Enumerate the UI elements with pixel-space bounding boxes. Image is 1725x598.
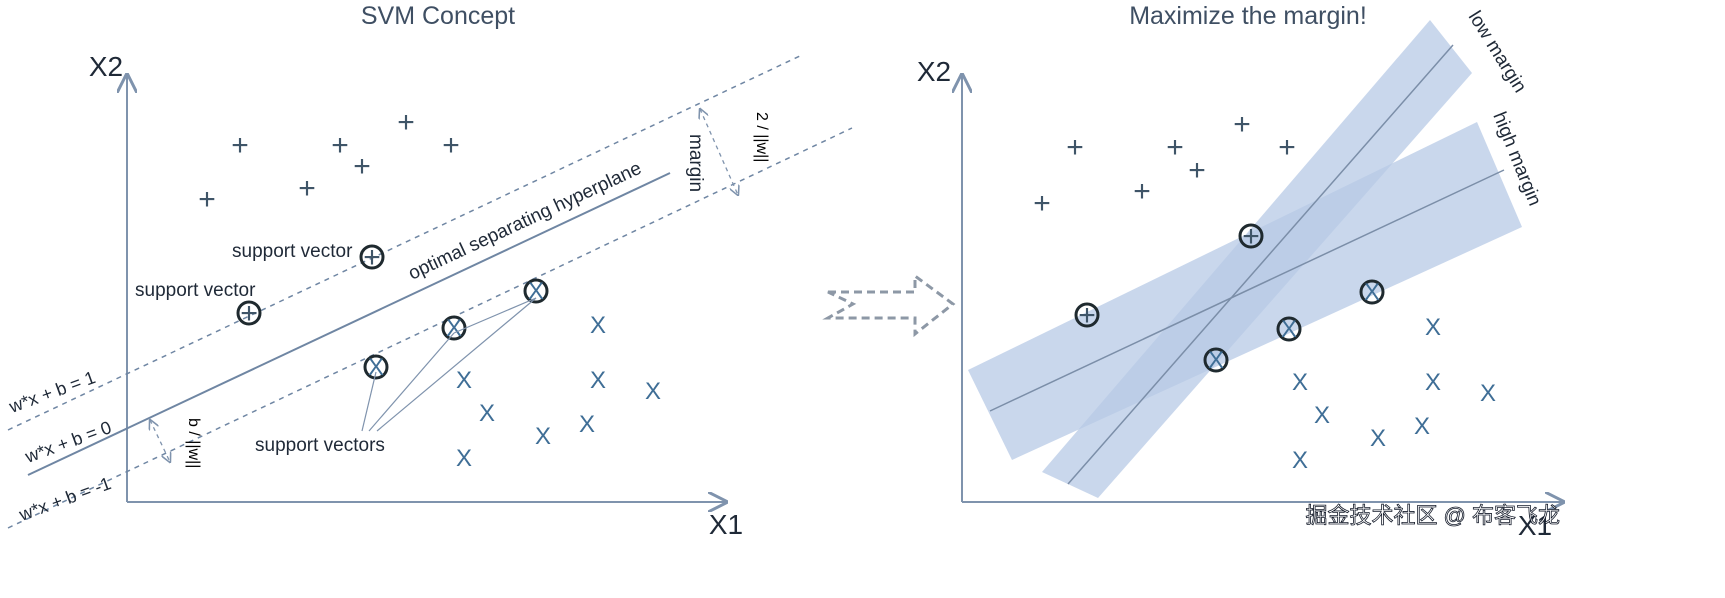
cross-point: X <box>456 367 472 394</box>
cross-point: X <box>1425 314 1441 341</box>
support-vector-label-upper: support vector <box>232 241 353 262</box>
high-margin-line <box>989 169 1505 412</box>
plus-point: + <box>231 129 249 162</box>
cross-point: X <box>1414 413 1430 440</box>
plus-point: + <box>1066 131 1084 164</box>
left-y-axis-label: X2 <box>89 51 123 82</box>
margin-bands <box>968 20 1522 498</box>
offset-formula: b / ||w|| <box>185 418 202 468</box>
cross-point: X <box>479 400 495 427</box>
offset-formula-text: b / ||w|| <box>185 418 202 468</box>
support-vector-cross: X <box>368 354 384 381</box>
low-margin-label: low margin <box>1464 8 1530 97</box>
support-vector-circle <box>1359 279 1385 305</box>
equation-positive: w*x + b = 1 <box>6 367 98 417</box>
watermark-text: 掘金技术社区 @ 布客飞龙 <box>1305 503 1560 528</box>
plus-point: + <box>1166 131 1184 164</box>
low-margin-band <box>1042 20 1472 498</box>
support-vectors-label: support vectors <box>255 435 385 456</box>
cross-point: X <box>1292 369 1308 396</box>
left-plus-points: + + + + + + + <box>198 106 460 216</box>
left-cross-points: X X X X X X X X <box>456 312 661 472</box>
support-vector-circle <box>523 278 549 304</box>
cross-point: X <box>1480 380 1496 407</box>
cross-point: X <box>1314 402 1330 429</box>
margin-line-negative <box>7 127 853 529</box>
left-title: SVM Concept <box>361 2 515 30</box>
right-cross-points: X X X X X X X X <box>1292 314 1496 474</box>
cross-point: X <box>590 367 606 394</box>
plus-point: + <box>1278 131 1296 164</box>
support-vector-cross: X <box>528 278 544 305</box>
plus-point: + <box>353 150 371 183</box>
support-vector-plus: + <box>1078 299 1096 332</box>
plus-point: + <box>1233 108 1251 141</box>
margin-formula: 2 / ||w|| <box>753 112 770 162</box>
margin-lines <box>7 54 853 529</box>
support-vector-circle <box>363 354 389 380</box>
margin-formula-text: 2 / ||w|| <box>753 112 770 162</box>
support-vector-cross: X <box>1364 279 1380 306</box>
plus-point: + <box>442 129 460 162</box>
support-vector-cross: X <box>1208 347 1224 374</box>
left-axes <box>127 75 726 502</box>
low-margin-line <box>1067 44 1454 485</box>
plus-point: + <box>1188 154 1206 187</box>
hyperplane-label: optimal separating hyperplane <box>405 158 645 285</box>
support-vector-circle <box>1238 223 1264 249</box>
support-vector-circle <box>1074 302 1100 328</box>
cross-point: X <box>1370 425 1386 452</box>
plus-point: + <box>198 183 216 216</box>
plus-point: + <box>397 106 415 139</box>
cross-point: X <box>1292 447 1308 474</box>
right-title: Maximize the margin! <box>1129 2 1367 30</box>
support-vector-circle <box>1203 347 1229 373</box>
cross-point: X <box>579 411 595 438</box>
optimal-hyperplane-line <box>27 172 671 476</box>
support-vector-plus: + <box>1242 220 1260 253</box>
support-vector-plus: + <box>240 297 258 330</box>
margin-line-positive <box>7 54 803 431</box>
cross-point: X <box>590 312 606 339</box>
support-vector-circle <box>236 300 262 326</box>
transition-arrow-icon <box>822 273 956 338</box>
support-vector-circle <box>1276 316 1302 342</box>
plus-point: + <box>1133 175 1151 208</box>
right-plus-points: + + + + + + + <box>1033 108 1296 220</box>
cross-point: X <box>1425 369 1441 396</box>
plus-point: + <box>331 129 349 162</box>
support-vector-plus: + <box>363 241 381 274</box>
cross-point: X <box>535 423 551 450</box>
equation-negative: w*x + b = -1 <box>16 473 114 525</box>
margin-label: margin <box>685 134 706 192</box>
right-axes <box>962 75 1563 502</box>
plus-point: + <box>298 172 316 205</box>
right-y-axis-label: X2 <box>917 56 951 87</box>
cross-point: X <box>456 445 472 472</box>
support-vector-cross: X <box>446 315 462 342</box>
right-support-vectors: + + X X X <box>1074 220 1385 374</box>
left-support-vectors: + + X X X <box>236 241 549 381</box>
left-x-axis-label: X1 <box>709 509 743 540</box>
support-vector-circle <box>359 244 385 270</box>
plus-point: + <box>1033 187 1051 220</box>
support-vector-cross: X <box>1281 316 1297 343</box>
right-x-axis-label: X1 <box>1518 510 1552 541</box>
cross-point: X <box>645 378 661 405</box>
support-vector-label-left: support vector <box>135 280 256 301</box>
support-vector-pointers <box>361 297 537 432</box>
